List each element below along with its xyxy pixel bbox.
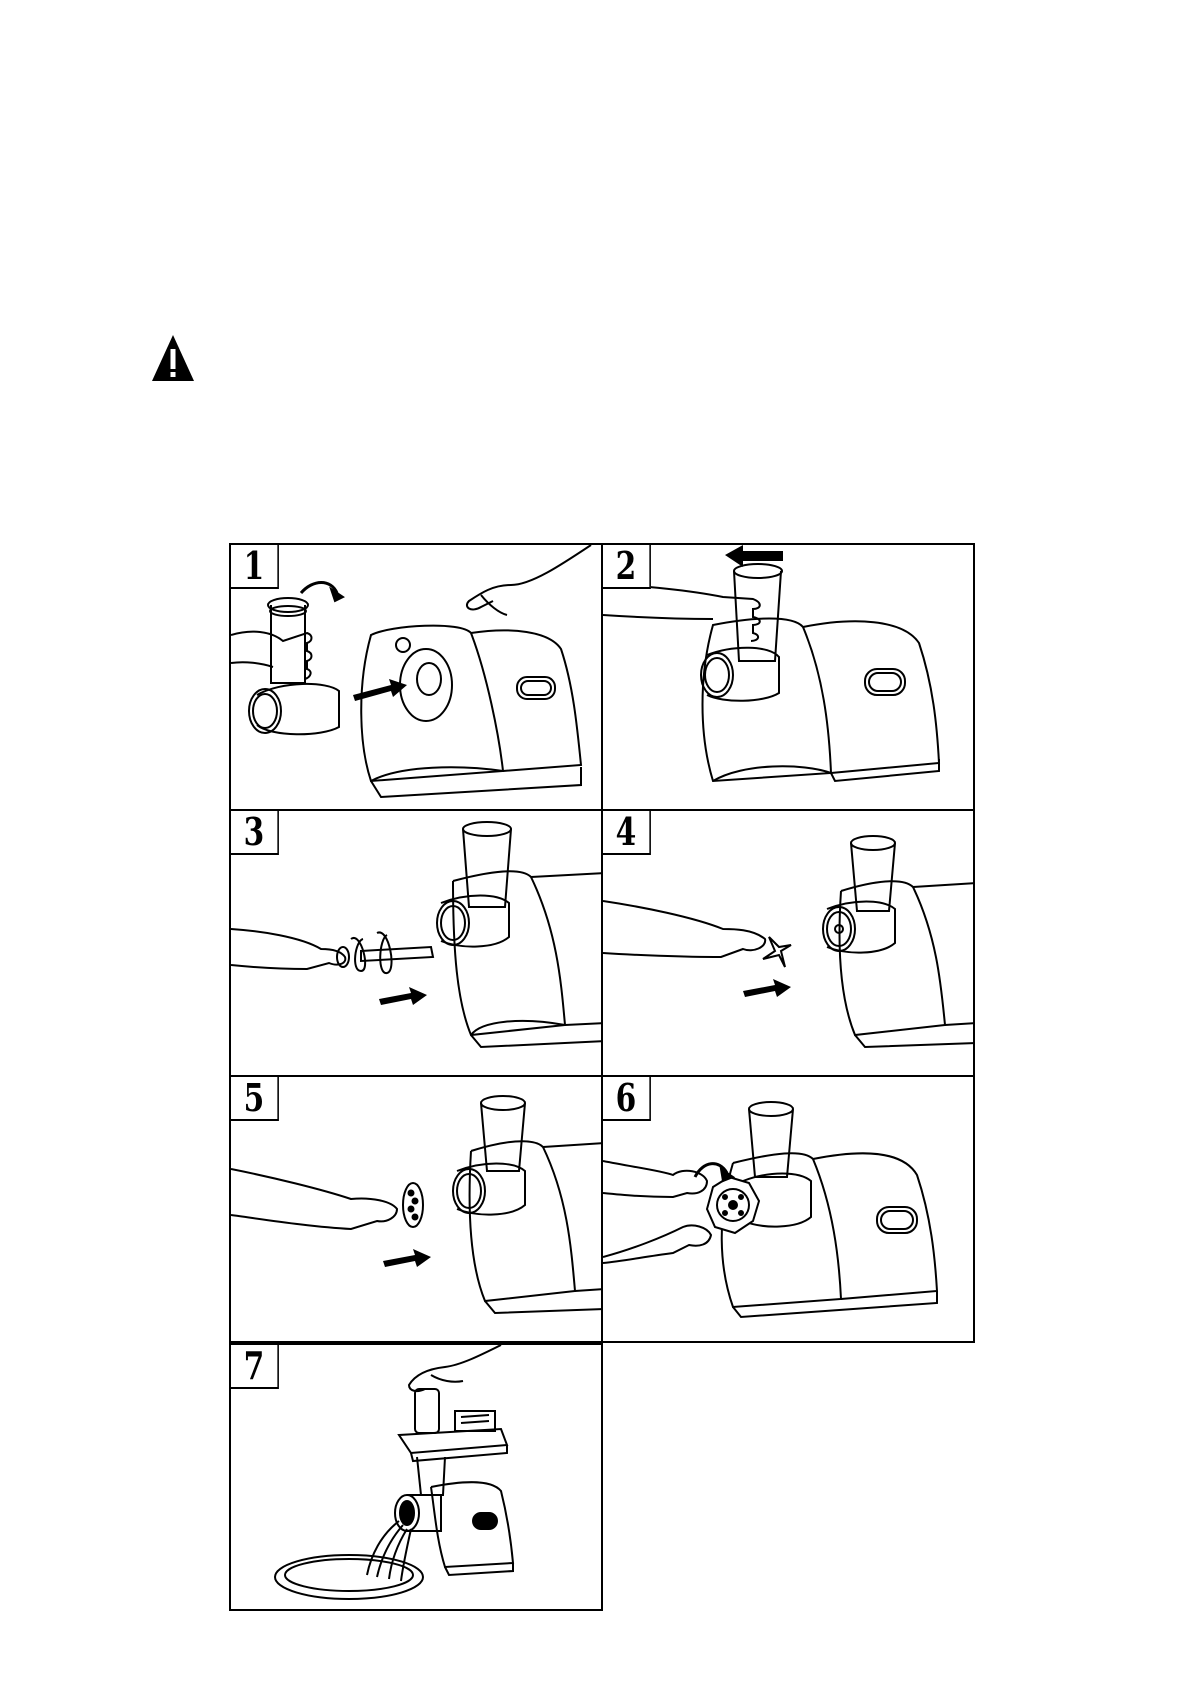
warning-triangle-icon (150, 333, 196, 383)
screw-ring-icon (603, 1077, 975, 1343)
mince-operation-icon (231, 1345, 603, 1611)
step-number: 3 (229, 809, 279, 855)
insert-auger-icon (231, 811, 603, 1077)
step-number: 4 (601, 809, 651, 855)
insert-plate-icon (231, 1077, 603, 1343)
step-number: 5 (229, 1075, 279, 1121)
step-number: 2 (601, 543, 651, 589)
assembly-steps-grid: 1 2 (229, 543, 977, 1616)
lock-head-icon (603, 545, 975, 811)
step-panel-4: 4 (601, 809, 975, 1077)
insert-blade-icon (603, 811, 975, 1077)
attach-head-icon (231, 545, 603, 811)
step-panel-5: 5 (229, 1075, 603, 1343)
step-panel-6: 6 (601, 1075, 975, 1343)
step-panel-2: 2 (601, 543, 975, 811)
step-number: 6 (601, 1075, 651, 1121)
step-panel-1: 1 (229, 543, 603, 811)
step-panel-3: 3 (229, 809, 603, 1077)
step-number: 7 (229, 1343, 279, 1389)
step-panel-7: 7 (229, 1343, 603, 1611)
step-number: 1 (229, 543, 279, 589)
